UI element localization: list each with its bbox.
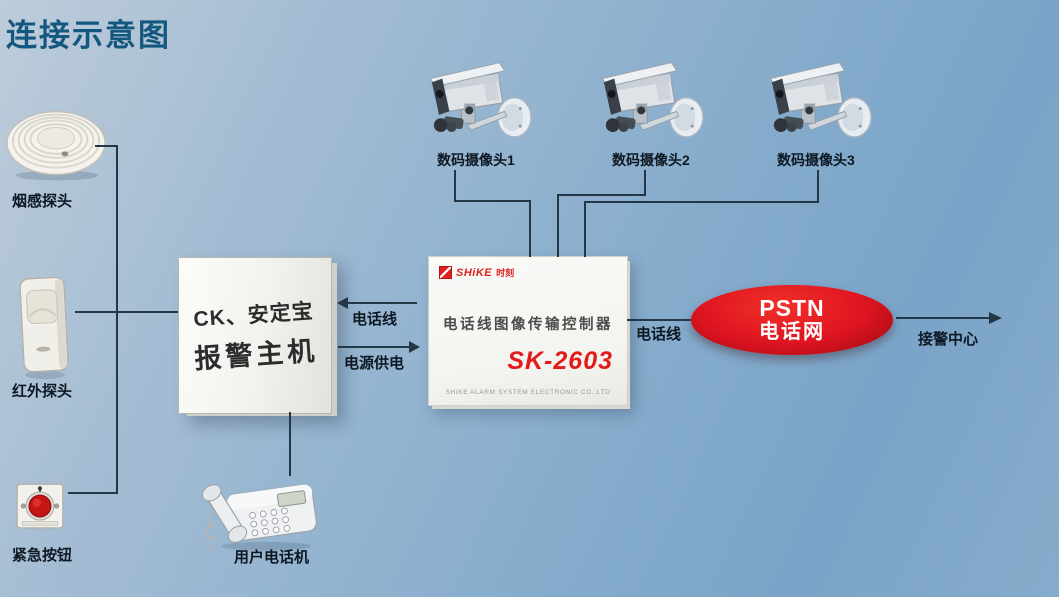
alarm-host-line2: 报警主机 <box>193 335 320 375</box>
emergency-button-label: 紧急按钮 <box>12 547 73 564</box>
phone-line-left-label: 电话线 <box>352 311 398 328</box>
wire-camera2-to-controller <box>557 194 559 257</box>
wire-camera2-across <box>557 194 646 196</box>
controller-model: SK-2603 <box>507 347 613 375</box>
camera-3-image <box>768 60 876 154</box>
pstn-cloud: PSTN 电话网 <box>691 285 893 355</box>
infrared-detector-label: 红外探头 <box>12 383 73 400</box>
pstn-line1: PSTN <box>759 295 825 322</box>
wire-host-to-phone <box>289 412 291 476</box>
controller-brand: SHiKE 时刻 <box>439 266 514 279</box>
wire-sensor-bus <box>116 145 118 494</box>
camera-1-label: 数码摄像头1 <box>437 152 515 168</box>
shike-logo-icon <box>439 266 452 279</box>
wire-infrared-to-host <box>75 311 178 313</box>
to-alarm-center-arrow <box>896 312 1002 324</box>
alarm-center-label: 接警中心 <box>918 331 979 348</box>
arrow-shaft <box>896 317 992 319</box>
alarm-host-line1: CK、安定宝 <box>192 299 315 332</box>
telephone-label: 用户电话机 <box>234 549 310 566</box>
wire-camera1-to-controller <box>529 200 531 257</box>
arrow-left-icon <box>337 297 348 309</box>
arrow-shaft <box>346 302 417 304</box>
wire-camera3-to-controller <box>584 201 586 257</box>
phone-line-right-label: 电话线 <box>636 326 682 343</box>
controller-box: SHiKE 时刻 电话线图像传输控制器 SK-2603 SHIKE ALARM … <box>428 256 628 406</box>
brand-name-cn: 时刻 <box>496 268 515 278</box>
wire-camera2-down <box>644 170 646 196</box>
smoke-detector-image <box>6 110 106 181</box>
power-supply-arrow <box>338 341 420 353</box>
alarm-host-box: CK、安定宝 报警主机 <box>178 257 332 414</box>
camera-1-image <box>428 60 536 154</box>
wire-camera1-down <box>454 170 456 202</box>
wire-camera3-across <box>584 201 819 203</box>
camera-2-label: 数码摄像头2 <box>612 152 690 168</box>
wire-camera3-down <box>817 170 819 203</box>
controller-name: 电话线图像传输控制器 <box>443 317 613 333</box>
camera-3-label: 数码摄像头3 <box>777 152 855 168</box>
wire-controller-to-pstn <box>627 319 691 321</box>
smoke-detector-label: 烟感探头 <box>12 193 73 210</box>
wire-button-to-bus <box>68 492 118 494</box>
power-supply-label: 电源供电 <box>344 355 405 372</box>
telephone-image <box>202 484 318 551</box>
camera-2-image <box>600 60 708 154</box>
brand-name-en: SHiKE <box>456 266 493 279</box>
alarm-host-text: CK、安定宝 报警主机 <box>191 295 320 376</box>
arrow-shaft <box>338 346 411 348</box>
infrared-detector-image <box>19 276 69 379</box>
arrow-right-icon <box>409 341 420 353</box>
phone-line-arrow <box>337 297 417 309</box>
emergency-button-image <box>16 483 64 529</box>
page-title: 连接示意图 <box>6 18 171 53</box>
pstn-line2: 电话网 <box>759 320 825 343</box>
controller-company: SHIKE ALARM SYSTEM ELECTRONIC CO.,LTD <box>445 389 611 396</box>
arrow-right-icon <box>989 312 1002 324</box>
wire-smoke-to-bus <box>95 145 118 147</box>
wire-camera1-across <box>454 200 531 202</box>
